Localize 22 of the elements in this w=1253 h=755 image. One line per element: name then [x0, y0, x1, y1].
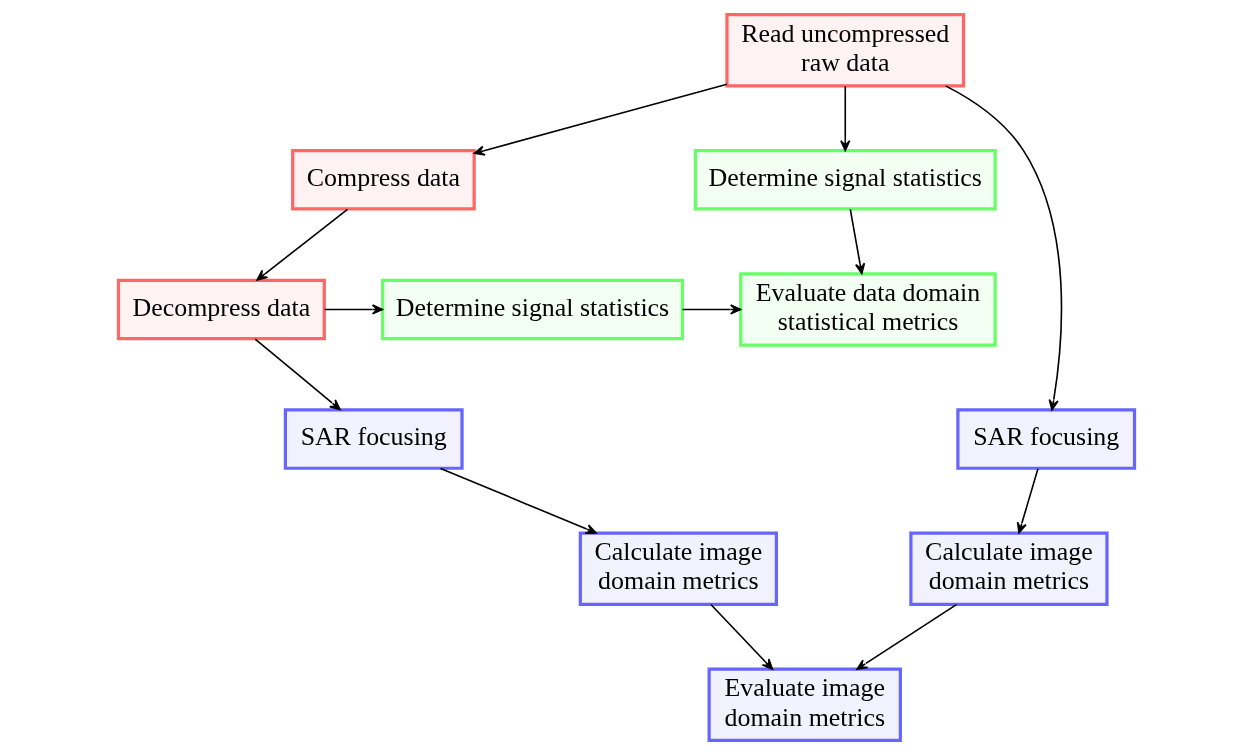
node-box: Evaluate data domain statistical metrics [739, 272, 997, 347]
arrow [849, 208, 866, 275]
node-box: Read uncompressed raw data [725, 12, 966, 88]
arrow [1016, 467, 1039, 534]
node-box: SAR focusing [283, 408, 464, 470]
node-box: Compress data [291, 149, 476, 211]
arrow [710, 603, 774, 670]
node-box: Calculate image domain metrics [909, 531, 1109, 606]
node-box: Decompress data [116, 278, 326, 341]
node-box: Evaluate image domain metrics [707, 667, 902, 743]
arrow [256, 208, 349, 281]
arrow [323, 304, 384, 315]
node-box: Calculate image domain metrics [578, 531, 778, 606]
node-box: Determine signal statistics [693, 149, 997, 211]
arrow [439, 467, 597, 534]
arrow [856, 603, 958, 670]
arrow [944, 85, 1063, 411]
arrow [840, 85, 851, 152]
arrow [473, 83, 728, 156]
arrow [681, 304, 742, 315]
node-box: SAR focusing [956, 408, 1137, 470]
node-box: Determine signal statistics [381, 278, 685, 341]
